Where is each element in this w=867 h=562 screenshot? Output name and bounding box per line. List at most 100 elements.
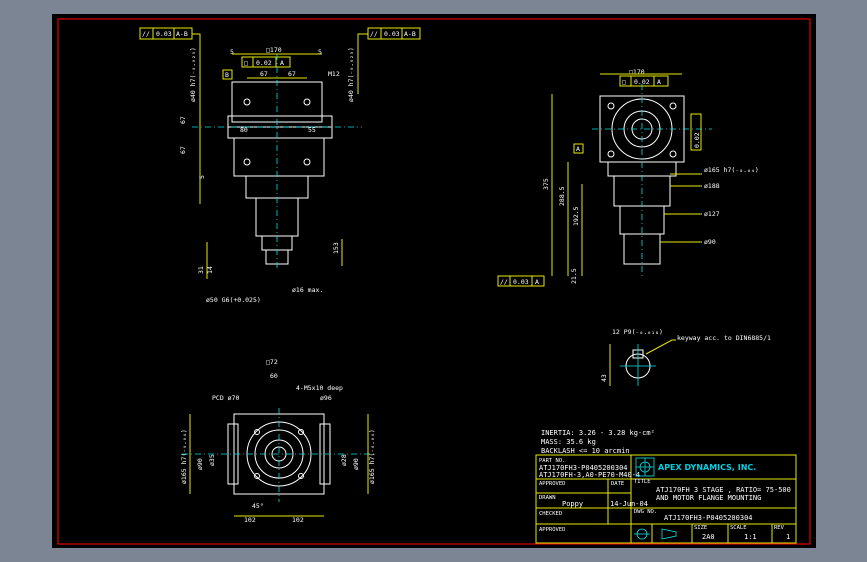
dim-bottom-phi90a: ø90 — [196, 458, 204, 470]
dim-bottom-phi90b: ø90 — [352, 458, 360, 470]
dim-side-phi188: ø188 — [704, 182, 720, 190]
gdt-symbol: □ — [244, 59, 248, 67]
dim-pcd: PCD ø70 — [212, 394, 239, 402]
rev-label: REV — [774, 525, 785, 531]
gdt-value: 0.02 — [256, 59, 272, 67]
size-value: 2A0 — [702, 533, 715, 541]
datum-b: B — [225, 71, 229, 79]
dim-phi96: ø96 — [320, 394, 332, 402]
dim-phi16: ø16 max. — [292, 286, 323, 294]
gdt-datum: A-B — [176, 30, 188, 38]
dim-5b: 5 — [318, 48, 322, 56]
dim-side-sq170: □170 — [629, 68, 645, 76]
gdt-datum: A — [657, 78, 661, 86]
dim-sq170: □170 — [266, 46, 282, 54]
dim-bottom-phi165-right: ø165 h7(₋₀.₀₄) — [368, 429, 376, 484]
dim-375: 375 — [542, 178, 550, 190]
dim-31: 31 — [197, 266, 205, 274]
dwg-no: ATJ170FH3-P0405200304 — [664, 514, 753, 522]
part-no-2: ATJ170FH-3,A0-PE70-M40-4 — [539, 471, 640, 479]
dim-102b: 102 — [292, 516, 304, 524]
checked-label: CHECKED — [539, 511, 562, 517]
dim-153: 153 — [332, 242, 340, 254]
size-label: SIZE — [694, 525, 707, 531]
dim-60: 60 — [270, 372, 278, 380]
projection-symbol — [634, 528, 677, 540]
gdt-value: 0.03 — [156, 30, 172, 38]
gdt-symbol: // — [500, 278, 508, 286]
part-no-1: ATJ170FH3-P0405200304 — [539, 464, 628, 472]
housing-lower — [233, 137, 325, 177]
gdt-frame-side-top: □ 0.02 A — [619, 75, 669, 87]
gdt-datum: A-B — [404, 30, 416, 38]
part-no-label: PART NO. — [539, 458, 566, 464]
gdt-frame-top-left: // 0.03 A-B — [139, 27, 201, 94]
keyway-detail: 43 12 P9(₋₀.₀₁₈) keyway acc. to DIN6885/… — [600, 328, 771, 386]
datum-a-box — [573, 143, 584, 154]
datum-a: A — [576, 145, 580, 153]
drawing-title-2: AND MOTOR FLANGE MOUNTING — [656, 494, 761, 502]
approved2-label: APPROVED — [539, 527, 566, 533]
drawn-date: 14-Jun-04 — [610, 500, 648, 508]
title-block: PART NO. ATJ170FH3-P0405200304 ATJ170FH-… — [535, 454, 797, 544]
drawn-by: Poppy — [562, 500, 583, 508]
gdt-value: 0.03 — [513, 278, 529, 286]
keyway-label: 12 P9(₋₀.₀₁₈) — [612, 328, 663, 336]
gdt-frame-side-bottom: // 0.03 A — [497, 275, 545, 287]
dim-side-phi90: ø90 — [704, 238, 716, 246]
gdt-symbol: // — [142, 30, 150, 38]
gdt-frame-top-mid: □ 0.02 A — [241, 56, 291, 68]
gdt-value: 0.02 — [634, 78, 650, 86]
dwg-no-label: DWG NO. — [634, 509, 657, 515]
dim-215: 21.5 — [570, 268, 578, 284]
drawn-label: DRAWN — [539, 495, 556, 501]
dim-side-phi165: ø165 h7(₋₀.₀₄) — [704, 166, 759, 174]
dim-sq72: □72 — [266, 358, 278, 366]
dim-bottom-phi35: ø35 — [208, 454, 216, 466]
scale-label: SCALE — [730, 525, 747, 531]
datum-b-box — [222, 69, 233, 80]
dim-phi40-left: ø40 h7(₋₀.₀₂₅) — [189, 47, 197, 102]
dim-side-phi127: ø127 — [704, 210, 720, 218]
dim-67-vertical-2: 67 — [179, 146, 187, 154]
dim-80: 80 — [240, 126, 248, 134]
gdt-symbol: // — [370, 30, 378, 38]
gdt-datum: A — [280, 59, 284, 67]
dim-5-vertical: 5 — [198, 175, 206, 179]
gdt-value: 0.02 — [693, 132, 701, 148]
company-logo — [635, 457, 655, 477]
rev-value: 1 — [786, 533, 790, 541]
gdt-frame-side-right: 0.02 — [690, 113, 702, 151]
dim-angle: 45° — [252, 502, 264, 510]
dim-67b: 67 — [288, 70, 296, 78]
dim-67a: 67 — [260, 70, 268, 78]
side-view: □ 0.02 A □170 0.02 A 375 288.5 192.5 — [497, 68, 759, 287]
dim-1925: 192.5 — [572, 206, 580, 226]
drawing-border — [57, 18, 811, 545]
keyway-depth: 43 — [600, 374, 608, 382]
spec-notes: INERTIA: 3.26 - 3.28 kg-cm² MASS: 35.6 k… — [541, 429, 655, 455]
dim-2885: 288.5 — [558, 186, 566, 206]
spec-mass: MASS: 35.6 kg — [541, 438, 596, 446]
spec-inertia: INERTIA: 3.26 - 3.28 kg-cm² — [541, 429, 655, 437]
title-label: TITLE — [634, 479, 651, 485]
scale-value: 1:1 — [744, 533, 757, 541]
spec-backlash: BACKLASH <= 10 arcmin — [541, 447, 630, 455]
drawing-title-1: ATJ170FH 3 STAGE , RATIO= 75-500 — [656, 486, 791, 494]
gdt-value: 0.03 — [384, 30, 400, 38]
cad-drawing: // 0.03 A-B // 0.03 A-B □ 0.02 A B — [57, 18, 811, 545]
approved-label: APPROVED — [539, 481, 566, 487]
dim-14: 14 — [206, 266, 214, 274]
drawing-viewport[interactable]: // 0.03 A-B // 0.03 A-B □ 0.02 A B — [52, 14, 816, 548]
company-name: APEX DYNAMICS, INC. — [658, 463, 756, 472]
dim-102a: 102 — [244, 516, 256, 524]
dim-phi50: ø50 G6(+0.025) — [206, 296, 261, 304]
date-label: DATE — [611, 481, 624, 487]
dim-5a: 5 — [230, 48, 234, 56]
dim-55: 55 — [308, 126, 316, 134]
dim-bottom-phi165-left: ø165 h7(₋₀.₀₄) — [180, 429, 188, 484]
gdt-datum: A — [535, 278, 539, 286]
dim-phi40-right: ø40 h7(₋₀.₀₂₅) — [347, 47, 355, 102]
dim-67-vertical-1: 67 — [179, 116, 187, 124]
gdt-symbol: □ — [622, 78, 626, 86]
